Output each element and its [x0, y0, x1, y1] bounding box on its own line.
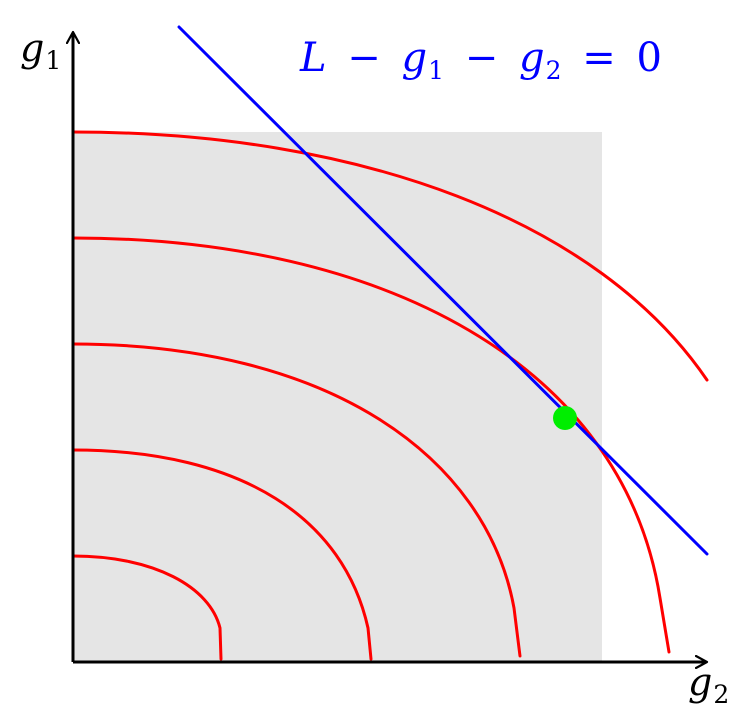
level-curve-5 [71, 130, 709, 382]
level-curve-2 [71, 448, 373, 661]
constraint-label-minus-2: − [465, 35, 499, 81]
x-axis-label-sub: 2 [713, 680, 729, 709]
level-curve-3 [71, 342, 522, 658]
constraint-label: L − g1 − g2 = 0 [299, 35, 662, 89]
level-curve-1 [71, 554, 223, 661]
constraint-label-g2-sub: 2 [546, 56, 562, 85]
constraint-label-zero: 0 [636, 35, 661, 81]
constraint-label-equals: = [582, 35, 616, 81]
constraint-label-minus-1: − [347, 35, 381, 81]
constraint-line [177, 25, 709, 556]
y-axis-label-sub: 1 [45, 46, 61, 75]
constraint-label-g1-main: g [402, 35, 428, 81]
x-axis-label: g2 [688, 660, 729, 709]
y-axis-label-main: g [20, 26, 44, 70]
x-axis-label-main: g [688, 660, 712, 704]
constraint-label-L: L [299, 35, 327, 81]
constraint-label-g1-sub: 1 [428, 56, 444, 85]
level-curve-4 [71, 236, 671, 654]
constraint-label-g2-main: g [519, 35, 545, 81]
y-axis-label: g1 [20, 26, 61, 75]
tangent-point [553, 406, 577, 430]
